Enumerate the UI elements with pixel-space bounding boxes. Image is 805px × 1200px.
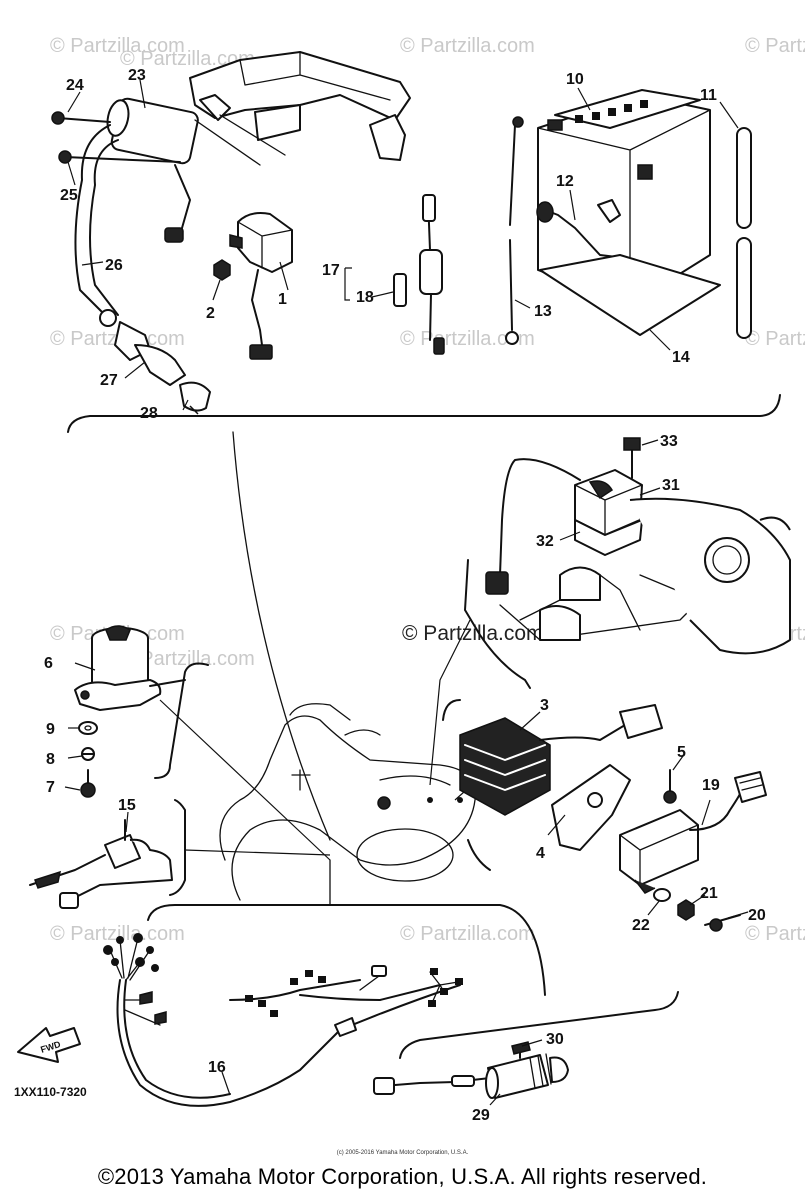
callout-leaders: [64, 79, 749, 1106]
nut-2: [213, 259, 231, 281]
watermark: © Partzilla.com: [120, 648, 255, 670]
neutral-switch-assembly: [464, 437, 791, 689]
callout-25: 25: [60, 187, 78, 204]
callout-19: 19: [702, 777, 720, 794]
callout-8: 8: [46, 751, 55, 768]
callout-32: 32: [536, 533, 554, 550]
callout-14: 14: [672, 349, 690, 366]
sender-unit: [29, 819, 173, 909]
callout-30: 30: [546, 1031, 564, 1048]
callout-12: 12: [556, 173, 574, 190]
wire-harness: [103, 933, 463, 1107]
callout-31: 31: [662, 477, 680, 494]
small-copyright-notice: (c) 2005-2016 Yamaha Motor Corporation, …: [336, 1150, 469, 1156]
rectifier-regulator: [459, 704, 663, 816]
callout-4: 4: [536, 845, 545, 862]
callout-33: 33: [660, 433, 678, 450]
group-bracket-right: [442, 699, 491, 871]
plug-cap-28: [179, 381, 211, 415]
nut-21: [677, 899, 695, 921]
watermark: © Partzilla.com: [50, 923, 185, 945]
callout-21: 21: [700, 885, 718, 902]
bolt-25: [58, 150, 181, 164]
copyright-footer: ©2013 Yamaha Motor Corporation, U.S.A. A…: [97, 1164, 708, 1189]
callout-28: 28: [140, 405, 158, 422]
exploded-parts-diagram: © Partzilla.com © Partzilla.com © Partzi…: [14, 35, 805, 1124]
leader-line: [232, 431, 331, 841]
callout-17: 17: [322, 262, 340, 279]
ignition-coil: [74, 97, 199, 386]
starter-relay: [74, 625, 186, 711]
callout-2: 2: [206, 305, 215, 322]
washer-22: [653, 888, 671, 902]
callout-10: 10: [566, 71, 584, 88]
forward-arrow-icon: FWD: [17, 1027, 81, 1063]
diagram-code: 1XX110-7320: [14, 1085, 87, 1099]
relay: [229, 212, 293, 360]
fuse-holder: [393, 194, 445, 355]
cdi-bracket: [551, 764, 631, 851]
battery-pad: [539, 254, 721, 336]
watermark: © Partzilla.com: [50, 35, 185, 57]
watermark: © Partzilla.com: [745, 328, 805, 350]
starter-switch: [373, 1041, 569, 1099]
watermark: © Partzilla.com: [745, 35, 805, 57]
callout-29: 29: [472, 1107, 490, 1124]
callout-15: 15: [118, 797, 136, 814]
callout-26: 26: [105, 257, 123, 274]
battery-band: [736, 127, 752, 339]
watermark: © Partzilla.com: [400, 35, 535, 57]
callout-9: 9: [46, 721, 55, 738]
callout-6: 6: [44, 655, 53, 672]
callout-16: 16: [208, 1059, 226, 1076]
callout-5: 5: [677, 744, 686, 761]
callout-23: 23: [128, 67, 146, 84]
group-bracket-left: [154, 662, 209, 779]
bolt-7: [80, 769, 96, 798]
watermark: © Partzilla.com: [400, 923, 535, 945]
callout-27: 27: [100, 372, 118, 389]
callout-7: 7: [46, 779, 55, 796]
watermark: © Partzilla.com: [745, 923, 805, 945]
callout-3: 3: [540, 697, 549, 714]
callout-24: 24: [66, 77, 84, 94]
bolt-20: [704, 914, 741, 932]
watermark: © Partzilla.com: [120, 48, 255, 70]
washer-8: [81, 747, 95, 761]
cdi-unit: [619, 771, 767, 894]
callout-20: 20: [748, 907, 766, 924]
group-bracket-starter: [399, 991, 679, 1059]
group-bracket-harness: [147, 904, 546, 996]
callout-22: 22: [632, 917, 650, 934]
callout-18: 18: [356, 289, 374, 306]
bolt-5: [663, 769, 677, 804]
center-watermark: © Partzilla.com: [402, 622, 544, 645]
bolt-24: [51, 111, 111, 125]
callout-13: 13: [534, 303, 552, 320]
callout-1: 1: [278, 291, 287, 308]
callout-11: 11: [700, 87, 717, 104]
group-bracket-top: [67, 394, 781, 433]
battery-tray: [189, 51, 411, 166]
battery-cable: [505, 116, 524, 345]
washer-9: [78, 721, 98, 735]
callout-labels: 1 2 3 4 5 6 7 8 9 10 11 12 13 14 15 16 1…: [44, 67, 766, 1124]
group-bracket-sensor: [169, 799, 186, 896]
battery: [536, 89, 711, 306]
